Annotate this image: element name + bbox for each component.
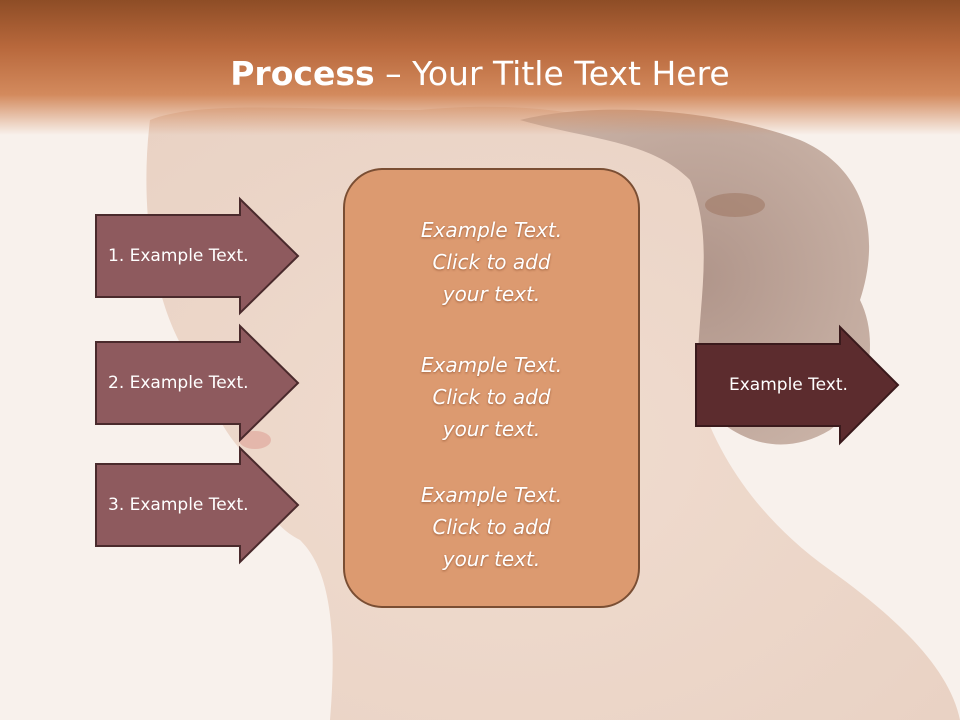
center-block-line: Click to add (432, 250, 551, 274)
center-block-line: Click to add (432, 515, 551, 539)
step-label-2: 2. Example Text. (108, 373, 249, 393)
arrow-right-icon (695, 324, 900, 446)
output-label: Example Text. (729, 375, 848, 395)
center-block-line: your text. (442, 282, 541, 306)
step-arrow-3[interactable]: 3. Example Text. (95, 445, 300, 565)
step-label-1: 1. Example Text. (108, 246, 249, 266)
title-bold: Process (230, 54, 375, 93)
title-dash: – (374, 54, 413, 93)
step-label-3: 3. Example Text. (108, 495, 249, 515)
center-block-line: Example Text. (420, 483, 563, 507)
title-rest: Your Title Text Here (412, 54, 730, 93)
center-block-line: your text. (442, 417, 541, 441)
center-block-line: Example Text. (420, 218, 563, 242)
arrow-right-icon (95, 196, 300, 316)
center-block-2: Example Text. Click to add your text. (345, 349, 638, 445)
title-bar (0, 0, 960, 135)
center-block-3: Example Text. Click to add your text. (345, 479, 638, 575)
center-block-line: Click to add (432, 385, 551, 409)
output-arrow[interactable]: Example Text. (695, 324, 900, 446)
arrow-right-icon (95, 445, 300, 565)
step-arrow-2[interactable]: 2. Example Text. (95, 323, 300, 443)
arrow-right-icon (95, 323, 300, 443)
step-arrow-1[interactable]: 1. Example Text. (95, 196, 300, 316)
center-block-1: Example Text. Click to add your text. (345, 214, 638, 310)
center-block-line: Example Text. (420, 353, 563, 377)
center-block-line: your text. (442, 547, 541, 571)
slide-title[interactable]: Process – Your Title Text Here (0, 52, 960, 96)
center-text-box[interactable]: Example Text. Click to add your text. Ex… (343, 168, 640, 608)
